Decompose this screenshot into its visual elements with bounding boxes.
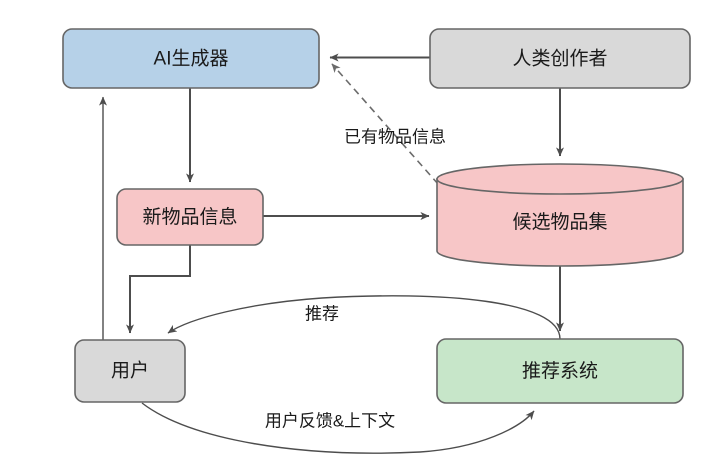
node-label-ai-generator: AI生成器 xyxy=(154,48,229,70)
edge-label-existing-item-info: 已有物品信息 xyxy=(344,127,446,146)
edge-rec-system-to-user xyxy=(167,295,561,340)
node-label-user: 用户 xyxy=(111,360,149,382)
svg-text:用户反馈&上下文: 用户反馈&上下文 xyxy=(265,411,395,430)
node-label-new-item-info: 新物品信息 xyxy=(142,206,237,228)
svg-text:已有物品信息: 已有物品信息 xyxy=(344,127,446,146)
node-new-item-info[interactable]: 新物品信息 xyxy=(116,188,264,246)
svg-text:推荐: 推荐 xyxy=(305,304,339,323)
edge-new-item-info-to-user xyxy=(126,245,191,334)
node-label-rec-system: 推荐系统 xyxy=(522,360,598,382)
node-label-candidate-set: 候选物品集 xyxy=(512,211,607,233)
node-label-human-creator: 人类创作者 xyxy=(512,48,607,70)
node-candidate-set[interactable]: 候选物品集 xyxy=(436,163,684,267)
edge-candidate-set-to-ai-generator-dashed xyxy=(331,63,447,194)
edge-user-to-rec-system xyxy=(141,402,535,454)
node-user[interactable]: 用户 xyxy=(74,339,186,403)
node-ai-generator[interactable]: AI生成器 xyxy=(62,28,320,89)
edge-label-recommend: 推荐 xyxy=(305,304,339,323)
edge-label-user-feedback-context: 用户反馈&上下文 xyxy=(265,411,395,430)
node-human-creator[interactable]: 人类创作者 xyxy=(429,28,691,89)
node-rec-system[interactable]: 推荐系统 xyxy=(436,338,684,404)
